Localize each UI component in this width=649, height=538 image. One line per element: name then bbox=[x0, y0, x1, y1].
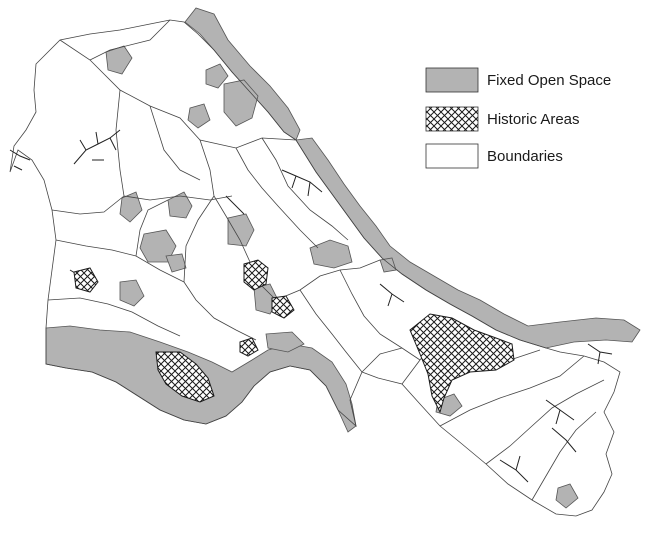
historic-area-east bbox=[409, 313, 515, 414]
legend-label-boundaries: Boundaries bbox=[487, 148, 563, 165]
open-space-blob bbox=[379, 257, 397, 273]
legend-swatch-boundaries bbox=[425, 143, 479, 169]
boundaries-layer bbox=[9, 19, 621, 517]
district-line bbox=[149, 105, 201, 181]
open-space-blob bbox=[265, 331, 305, 353]
district-line bbox=[275, 259, 381, 301]
legend-swatch-open-space bbox=[425, 67, 479, 93]
district-line bbox=[183, 281, 257, 341]
district-line bbox=[261, 137, 349, 241]
open-space-blob bbox=[227, 213, 255, 247]
open-space-blob bbox=[187, 103, 211, 129]
creek bbox=[587, 343, 613, 365]
legend-label-open-space: Fixed Open Space bbox=[487, 72, 611, 89]
open-space-layer bbox=[45, 7, 641, 509]
historic-area-west-small bbox=[73, 267, 99, 293]
district-line bbox=[339, 269, 421, 361]
district-line bbox=[135, 199, 169, 257]
open-space-blob bbox=[165, 253, 187, 273]
district-line bbox=[115, 89, 233, 201]
open-space-blob bbox=[555, 483, 579, 509]
district-line bbox=[299, 289, 363, 373]
historic-area-south bbox=[155, 351, 215, 403]
creek bbox=[9, 149, 31, 171]
historic-area-south-small bbox=[239, 337, 259, 357]
district-line bbox=[531, 411, 597, 501]
district-line bbox=[51, 195, 125, 215]
district-line bbox=[439, 355, 585, 427]
legend-label-historic: Historic Areas bbox=[487, 111, 580, 128]
legend-item-open-space: Fixed Open Space bbox=[425, 67, 611, 93]
district-line bbox=[89, 19, 171, 61]
legend-swatch-historic bbox=[425, 106, 479, 132]
open-space-blob bbox=[309, 239, 353, 269]
historic-area-central-south bbox=[271, 295, 295, 319]
historic-area-central bbox=[243, 259, 269, 291]
creek bbox=[545, 399, 577, 453]
open-space-blob bbox=[167, 191, 193, 219]
open-space-blob bbox=[119, 279, 145, 307]
county-outline bbox=[9, 19, 621, 517]
district-line bbox=[55, 239, 185, 283]
creek bbox=[73, 129, 121, 165]
legend-item-boundaries: Boundaries bbox=[425, 143, 563, 169]
district-line bbox=[235, 147, 319, 249]
historic-areas-layer bbox=[73, 259, 515, 414]
creek bbox=[499, 455, 529, 483]
creek bbox=[281, 169, 323, 197]
district-line bbox=[485, 379, 605, 465]
open-space-blob bbox=[205, 63, 229, 89]
legend: Fixed Open Space Historic Areas Boundari… bbox=[425, 67, 611, 169]
district-line bbox=[47, 297, 181, 337]
district-line bbox=[183, 195, 215, 283]
district-line bbox=[59, 39, 297, 149]
legend-item-historic: Historic Areas bbox=[425, 106, 580, 132]
creek bbox=[225, 195, 245, 215]
creek bbox=[379, 283, 405, 307]
open-space-blob bbox=[119, 191, 143, 223]
district-line bbox=[361, 347, 403, 373]
